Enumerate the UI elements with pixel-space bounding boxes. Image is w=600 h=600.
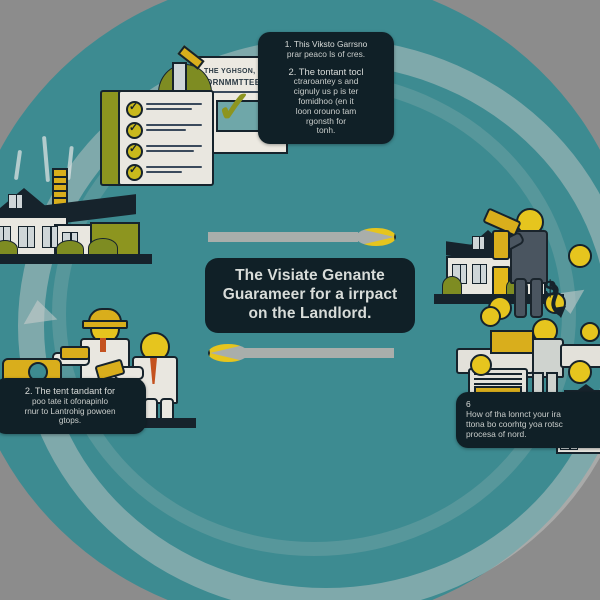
document-title-line-1: THE YGHSON, E bbox=[204, 68, 263, 75]
check-icon: ✓ bbox=[129, 143, 139, 155]
document-title-line-2: ODRNMMTTEE bbox=[200, 78, 261, 87]
scene-finances: $ bbox=[452, 276, 600, 416]
window bbox=[18, 226, 35, 248]
person-leg bbox=[514, 278, 527, 318]
curved-arrow-icon bbox=[549, 282, 566, 318]
document-rule bbox=[204, 91, 270, 93]
checkbox[interactable] bbox=[126, 101, 143, 118]
callout-line: 6 bbox=[466, 399, 471, 409]
callout-top: 1. This Viksto Garrsno prar peaco ls of … bbox=[258, 32, 394, 145]
task-line bbox=[146, 129, 186, 131]
task-line bbox=[146, 166, 202, 168]
coin bbox=[568, 360, 592, 384]
callout-line: ctraroantey s and bbox=[293, 75, 359, 86]
task-line bbox=[146, 145, 202, 147]
window bbox=[42, 226, 58, 248]
forward-arrow bbox=[208, 228, 396, 246]
check-icon: ✓ bbox=[129, 164, 139, 176]
callout-line: 2. The tontant tocl bbox=[288, 65, 364, 77]
hard-hat-brim bbox=[82, 320, 128, 329]
checkbox[interactable] bbox=[126, 143, 143, 160]
center-label-line: on the Landlord. bbox=[248, 304, 372, 322]
callout-line: 1. This Viksto Garrsno bbox=[284, 39, 368, 49]
coin bbox=[568, 244, 592, 268]
center-label-line: The Visiate Genante bbox=[235, 267, 385, 284]
dollar-sign: $ bbox=[544, 276, 557, 301]
book bbox=[490, 330, 534, 354]
callout-line: How of tha lonnct your ira bbox=[466, 408, 561, 419]
center-label-line: Guarameer for a irrpact bbox=[222, 285, 398, 303]
task-line bbox=[146, 124, 202, 126]
callout-line: cignuly us p is ter bbox=[293, 85, 359, 96]
coin bbox=[470, 354, 492, 376]
task-line bbox=[146, 171, 182, 173]
ground-strip bbox=[0, 254, 152, 264]
scene-house-left bbox=[0, 135, 152, 264]
return-arrow bbox=[208, 344, 394, 362]
callout-bottom-right: 6 How of tha lonnct your ira ttona bo co… bbox=[456, 392, 600, 448]
task-line bbox=[146, 108, 192, 110]
callout-bottom-left: 2. The tent tandant for poo tate it ofon… bbox=[0, 378, 146, 434]
callout-line: poo tate it ofonapinlo bbox=[31, 396, 109, 406]
callout-line: fomidhoo (en it bbox=[298, 95, 354, 106]
check-icon: ✓ bbox=[129, 101, 139, 113]
task-line bbox=[146, 150, 194, 152]
callout-line: ttona bo coorhtg yoa rotsc bbox=[466, 418, 563, 429]
callout-line: gtops. bbox=[58, 416, 82, 426]
callout-line: rnur to Lantrohig powoen bbox=[24, 406, 116, 416]
center-label: The Visiate Genante Guarameer for a irrp… bbox=[205, 258, 415, 333]
callout-line: procesa of nord. bbox=[466, 428, 527, 439]
person-leg bbox=[530, 278, 543, 318]
callout-line: loon orouno tam bbox=[295, 105, 357, 116]
callout-line: prar peaco ls of cres. bbox=[286, 48, 366, 59]
coin bbox=[480, 306, 501, 327]
window bbox=[472, 236, 485, 250]
callout-line: 2. The tent tandant for bbox=[24, 386, 116, 396]
clipboard: ✓ ✓ ✓ ✓ bbox=[118, 90, 214, 186]
necktie bbox=[150, 358, 157, 384]
scene-inspection bbox=[434, 207, 592, 320]
tool bbox=[60, 346, 90, 360]
coin bbox=[580, 322, 600, 342]
callout-line: tonh. bbox=[316, 125, 336, 136]
window bbox=[472, 264, 487, 284]
callout-line: rgonsth for bbox=[305, 115, 347, 126]
task-line bbox=[146, 103, 202, 105]
window bbox=[8, 194, 23, 209]
tool-handle bbox=[492, 230, 510, 260]
checkbox[interactable] bbox=[126, 122, 143, 139]
collar bbox=[100, 338, 106, 352]
check-icon: ✓ bbox=[129, 122, 139, 134]
checkbox[interactable] bbox=[126, 164, 143, 181]
big-check-icon: ✓ bbox=[216, 83, 253, 132]
